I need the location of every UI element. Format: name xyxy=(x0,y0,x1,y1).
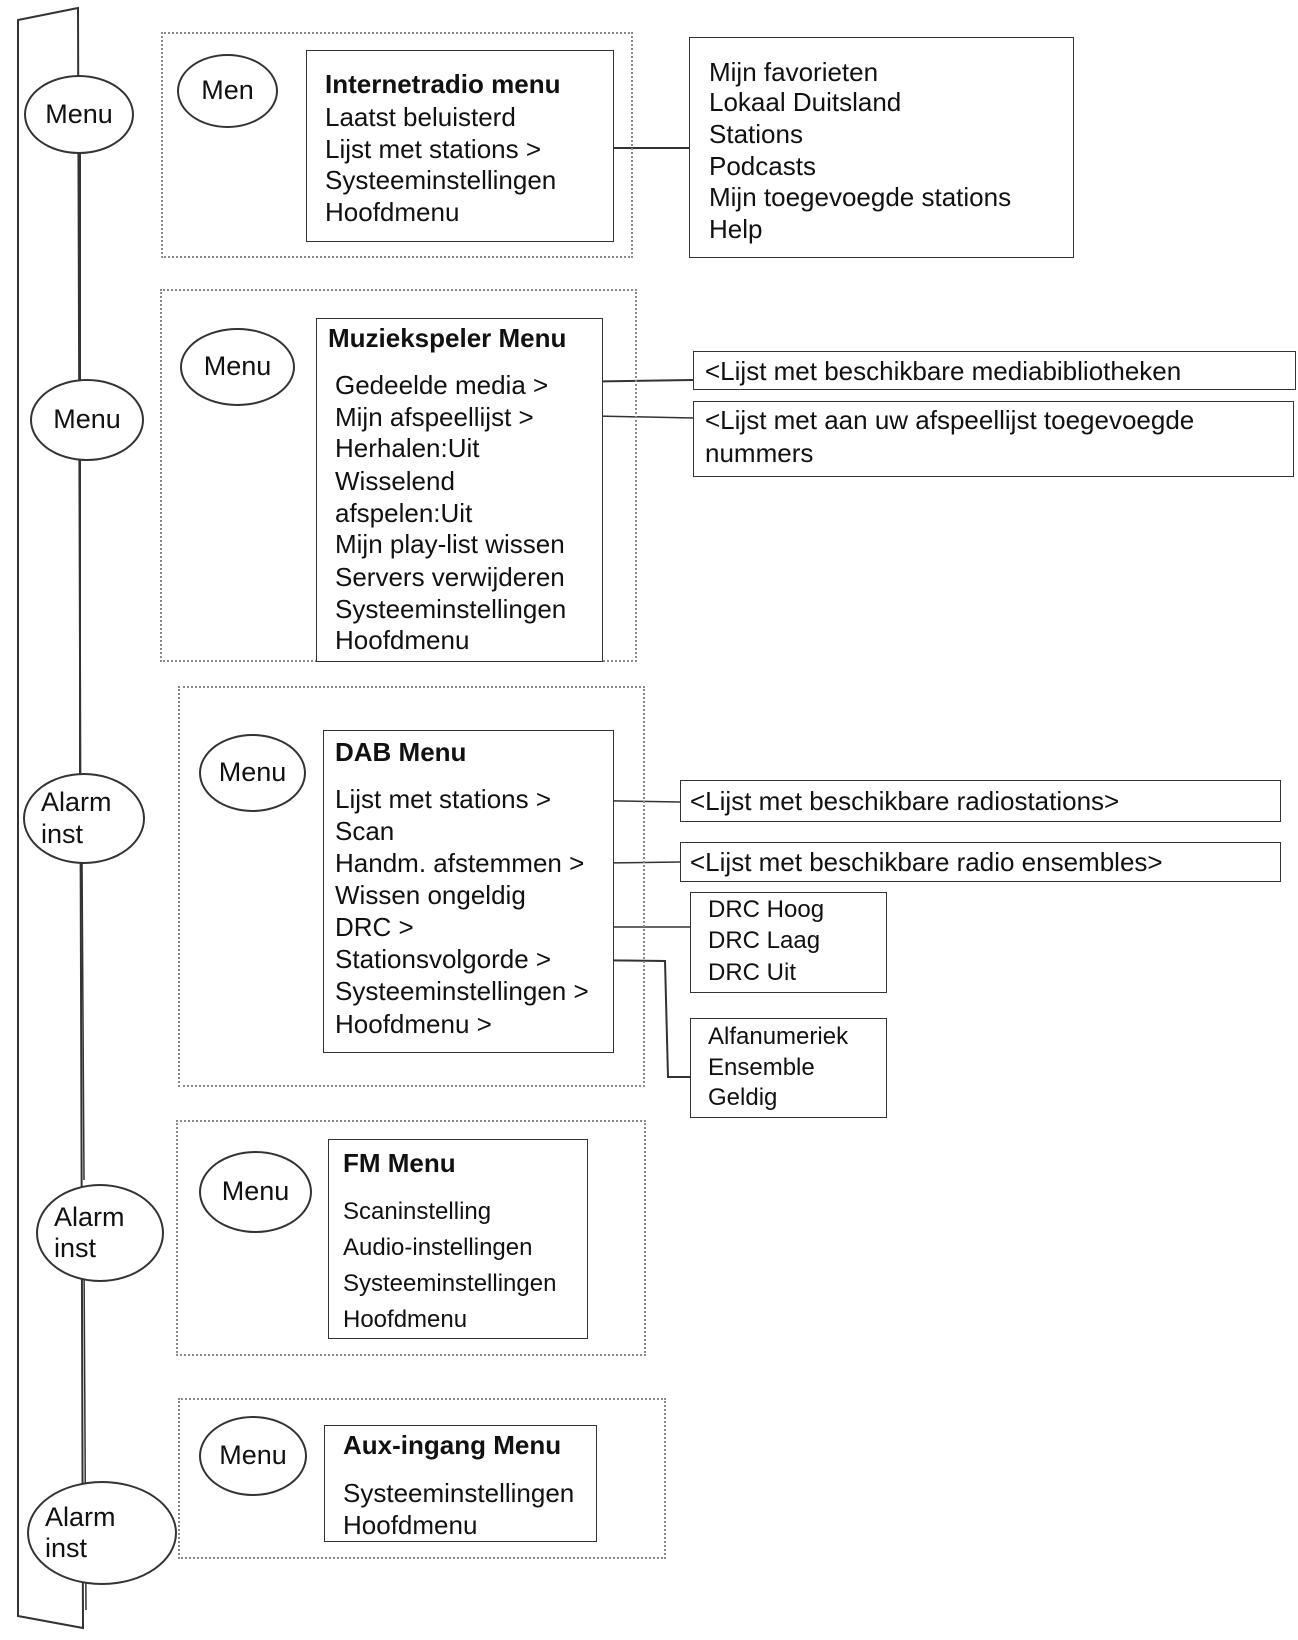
music-player-oval[interactable]: Menu xyxy=(180,328,295,406)
spine-link-3 xyxy=(81,857,85,1181)
fm-oval[interactable]: Menu xyxy=(199,1151,312,1233)
submenu-item[interactable]: DRC Uit xyxy=(708,959,796,986)
menu-item[interactable]: Hoofdmenu > xyxy=(335,1009,492,1039)
menu-item[interactable]: Systeeminstellingen xyxy=(325,165,557,195)
menu-item[interactable]: Systeeminstellingen xyxy=(343,1478,575,1508)
note-text: nummers xyxy=(705,438,814,468)
menu-item[interactable]: Gedeelde media > xyxy=(335,370,549,400)
oval-label: Menu xyxy=(218,757,287,788)
menu-item[interactable]: Servers verwijderen xyxy=(335,562,565,592)
menu-item[interactable]: Wisselend xyxy=(335,466,455,496)
fm-menu xyxy=(328,1139,588,1339)
link-dab-manual xyxy=(602,861,681,864)
menu-item[interactable]: Hoofdmenu xyxy=(335,625,470,655)
internet-radio-oval[interactable]: Men xyxy=(177,54,278,128)
spine-node-alarm-2[interactable]: Alarm inst xyxy=(36,1184,164,1282)
aux-panel xyxy=(178,1398,666,1559)
media-library-note xyxy=(693,351,1296,390)
menu-item[interactable]: Lijst met stations > xyxy=(335,784,552,814)
note-text: <Lijst met aan uw afspeellijst toegevoeg… xyxy=(705,405,1195,435)
menu-item[interactable]: Systeeminstellingen > xyxy=(335,976,589,1006)
menu-item[interactable]: Wissen ongeldig xyxy=(335,880,526,910)
submenu-item[interactable]: DRC Hoog xyxy=(708,896,825,923)
submenu-item[interactable]: DRC Laag xyxy=(708,927,821,954)
spine-node-label: Menu xyxy=(53,404,121,435)
spine-node-alarm-3[interactable]: Alarm inst xyxy=(27,1481,177,1585)
station-list-submenu xyxy=(689,37,1074,258)
menu-item[interactable]: Scaninstelling xyxy=(343,1198,492,1225)
menu-item[interactable]: Handm. afstemmen > xyxy=(335,848,585,878)
oval-label: Menu xyxy=(219,1440,287,1471)
spine-node-alarm-1[interactable]: Alarm inst xyxy=(23,773,145,864)
spine-node-label: Menu xyxy=(45,98,113,129)
internet-radio-menu xyxy=(306,50,614,242)
dab-oval[interactable]: Menu xyxy=(199,734,306,812)
menu-item[interactable]: Hoofdmenu xyxy=(343,1306,468,1333)
menu-item[interactable]: Hoofdmenu xyxy=(343,1510,478,1540)
submenu-item[interactable]: Geldig xyxy=(708,1084,778,1111)
radio-ensembles-note xyxy=(680,842,1281,882)
spine-node-label: Alarm inst xyxy=(41,787,112,849)
submenu-item[interactable]: Lokaal Duitsland xyxy=(709,87,902,117)
dab-title: DAB Menu xyxy=(335,737,467,767)
oval-label: Menu xyxy=(203,351,272,382)
submenu-item[interactable]: Alfanumeriek xyxy=(708,1023,849,1050)
submenu-item[interactable]: Help xyxy=(709,214,763,244)
spine-band xyxy=(17,6,85,1630)
submenu-item[interactable]: Mijn toegevoegde stations xyxy=(709,182,1012,212)
fm-title: FM Menu xyxy=(343,1148,456,1178)
submenu-item[interactable]: Podcasts xyxy=(709,151,816,181)
submenu-item[interactable]: Ensemble xyxy=(708,1054,815,1081)
dab-panel xyxy=(178,686,645,1087)
aux-menu xyxy=(324,1425,597,1542)
spine-node-menu-1[interactable]: Menu xyxy=(24,75,134,154)
submenu-item[interactable]: Stations xyxy=(709,119,803,149)
music-player-menu xyxy=(316,318,603,662)
menu-item[interactable]: Systeeminstellingen xyxy=(335,594,567,624)
menu-item[interactable]: Systeeminstellingen xyxy=(343,1270,557,1297)
dab-menu xyxy=(323,730,614,1053)
oval-label: Menu xyxy=(221,1176,290,1207)
menu-item[interactable]: Laatst beluisterd xyxy=(325,102,516,132)
note-text: <Lijst met beschikbare mediabibliotheken xyxy=(705,356,1182,386)
playlist-note xyxy=(693,401,1294,477)
radio-stations-note xyxy=(680,780,1281,822)
aux-oval[interactable]: Menu xyxy=(199,1416,307,1496)
menu-item[interactable]: Mijn afspeellijst > xyxy=(335,402,534,432)
submenu-item[interactable]: Mijn favorieten xyxy=(709,57,879,87)
menu-item[interactable]: afspelen:Uit xyxy=(335,498,473,528)
note-text: <Lijst met beschikbare radio ensembles> xyxy=(690,847,1163,877)
menu-item[interactable]: DRC > xyxy=(335,912,414,942)
menu-item[interactable]: Audio-instellingen xyxy=(343,1234,533,1261)
fm-panel xyxy=(176,1120,646,1356)
note-text: <Lijst met beschikbare radiostations> xyxy=(690,786,1120,816)
menu-item[interactable]: Scan xyxy=(335,816,395,846)
drc-submenu xyxy=(690,892,887,993)
internet-radio-title: Internetradio menu xyxy=(325,69,561,99)
spine-node-menu-2[interactable]: Menu xyxy=(30,379,144,461)
menu-item[interactable]: Herhalen:Uit xyxy=(335,433,480,463)
internet-radio-panel xyxy=(161,32,633,258)
oval-label: Men xyxy=(201,75,254,106)
music-player-title: Muziekspeler Menu xyxy=(328,323,567,353)
menu-item[interactable]: Stationsvolgorde > xyxy=(335,944,552,974)
aux-title: Aux-ingang Menu xyxy=(343,1430,562,1460)
link-station-order xyxy=(572,959,690,1078)
menu-item[interactable]: Lijst met stations > xyxy=(325,134,542,164)
menu-item[interactable]: Hoofdmenu xyxy=(325,197,460,227)
spine-node-label: Alarm inst xyxy=(45,1501,116,1563)
station-order-submenu xyxy=(690,1018,887,1118)
spine-node-label: Alarm inst xyxy=(54,1201,125,1263)
menu-item[interactable]: Mijn play-list wissen xyxy=(335,529,565,559)
